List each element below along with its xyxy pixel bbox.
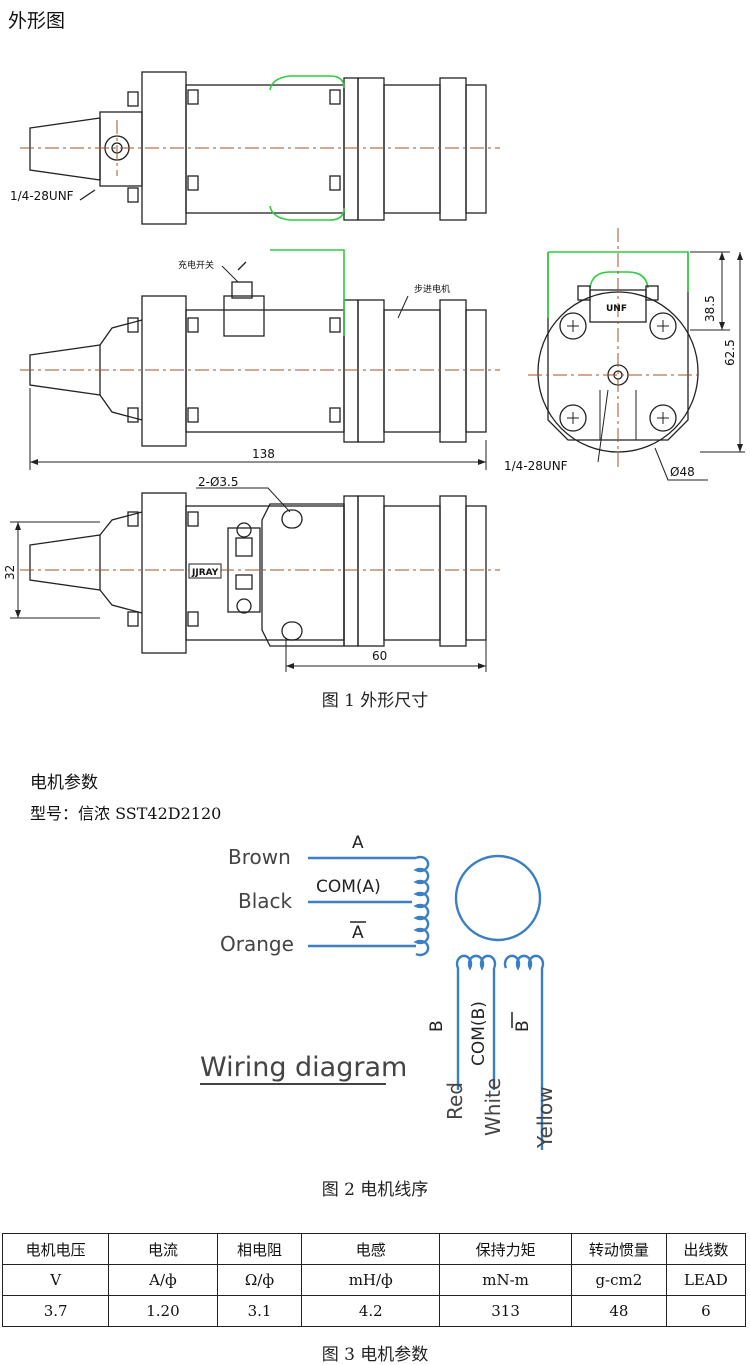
wiring-diagram: Brown Black Orange A COM(A) A B COM(B) B…: [200, 833, 557, 1150]
signal-b-label: B: [427, 1020, 447, 1032]
table-cell: A/ф: [108, 1264, 218, 1296]
wiring-diagram-title: Wiring diagram: [200, 1052, 407, 1083]
table-cell: V: [1, 1264, 110, 1296]
table-header-cell: 转动惯量: [571, 1233, 667, 1265]
table-cell: 1.20: [108, 1295, 218, 1327]
model-line: 型号：信浓 SST42D2120: [30, 804, 222, 823]
table-cell: 3.7: [1, 1295, 110, 1327]
wire-red-label: Red: [443, 1082, 467, 1120]
dim-length-label: 138: [252, 447, 275, 461]
dim-60-label: 60: [372, 649, 387, 663]
dim-32-label: 32: [3, 565, 17, 580]
signal-a-bar-label: A: [352, 923, 364, 943]
dim-phi48-label: Ø48: [670, 465, 695, 479]
table-cell: 6: [665, 1295, 747, 1327]
signal-com-a-label: COM(A): [316, 877, 381, 897]
table-header-cell: 电流: [108, 1233, 218, 1265]
end-view: [537, 251, 745, 481]
table-units-row: V A/ф Ω/ф mH/ф mN-m g-cm2 LEAD: [1, 1264, 747, 1296]
table-header-row: 电机电压 电流 相电阻 电感 保持力矩 转动惯量 出线数: [1, 1233, 747, 1265]
table-cell: g-cm2: [571, 1264, 667, 1296]
figure-2-caption: 图 2 电机线序: [321, 1180, 429, 1200]
outline-drawing: 1/4-28UNF 充电开关 步进电机 138 2-Ø3.5 60 32 38.…: [3, 71, 745, 672]
unf-tag: UNF: [606, 304, 627, 314]
brand-label: JJRAY: [191, 568, 219, 578]
table-header-cell: 保持力矩: [439, 1233, 573, 1265]
table-header-cell: 出线数: [665, 1233, 747, 1265]
section-title-outline: 外形图: [8, 10, 66, 32]
table-cell: LEAD: [665, 1264, 747, 1296]
signal-com-b-label: COM(B): [469, 1001, 489, 1066]
dim-385-label: 38.5: [703, 295, 717, 322]
charge-switch-label: 充电开关: [178, 259, 214, 271]
motor-params-table: 电机电压 电流 相电阻 电感 保持力矩 转动惯量 出线数 V A/ф Ω/ф m…: [1, 1233, 747, 1327]
thread-top-label: 1/4-28UNF: [10, 189, 74, 203]
table-cell: Ω/ф: [216, 1264, 303, 1296]
holes-label: 2-Ø3.5: [198, 475, 239, 489]
middle-view: [29, 249, 487, 470]
wire-yellow-label: Yellow: [533, 1086, 557, 1149]
figure-3-caption: 图 3 电机参数: [321, 1345, 429, 1365]
wire-brown-label: Brown: [228, 845, 291, 869]
figure-1-caption: 图 1 外形尺寸: [321, 691, 429, 711]
table-cell: 313: [439, 1295, 573, 1327]
table-cell: 48: [571, 1295, 667, 1327]
table-cell: 4.2: [301, 1295, 441, 1327]
table-cell: mH/ф: [301, 1264, 441, 1296]
stepper-motor-label: 步进电机: [414, 283, 450, 295]
table-header-cell: 电感: [301, 1233, 441, 1265]
wire-white-label: White: [481, 1078, 505, 1136]
table-header-cell: 相电阻: [216, 1233, 303, 1265]
signal-b-bar-label: B: [513, 1020, 533, 1032]
table-cell: 3.1: [216, 1295, 303, 1327]
wire-black-label: Black: [238, 889, 293, 913]
table-cell: mN-m: [439, 1264, 573, 1296]
table-values-row: 3.7 1.20 3.1 4.2 313 48 6: [1, 1295, 747, 1327]
section-title-params: 电机参数: [30, 773, 98, 793]
top-view: [29, 71, 487, 225]
wire-orange-label: Orange: [220, 932, 294, 956]
bottom-view: [10, 487, 487, 672]
table-header-cell: 电机电压: [1, 1233, 110, 1265]
signal-a-label: A: [352, 833, 364, 853]
dim-625-label: 62.5: [723, 339, 737, 366]
thread-side-label: 1/4-28UNF: [504, 459, 568, 473]
